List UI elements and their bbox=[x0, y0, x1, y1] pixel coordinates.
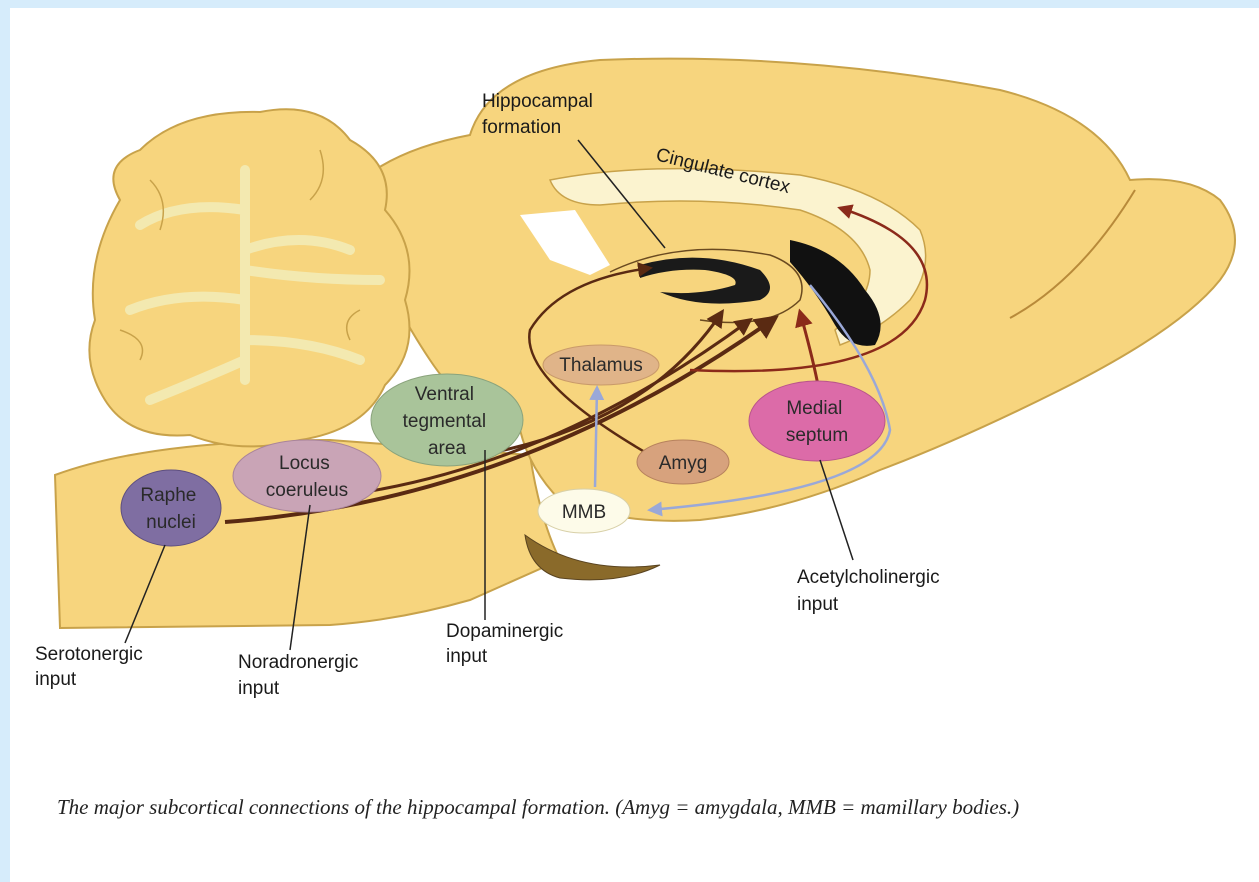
amyg-label: Amyg bbox=[659, 453, 708, 474]
acetylcholinergic-input-label: Acetylcholinergic input bbox=[797, 567, 945, 615]
figure-frame: Hippocampal formation Cingulate cortex T… bbox=[10, 8, 1259, 882]
hippocampal-connections-diagram: Hippocampal formation Cingulate cortex T… bbox=[10, 8, 1259, 788]
noradrenergic-input-label: Noradronergic input bbox=[238, 652, 364, 699]
mmb-label: MMB bbox=[562, 502, 606, 523]
locus-coeruleus-region bbox=[233, 440, 381, 512]
raphe-nuclei-region bbox=[121, 470, 221, 546]
cerebellum bbox=[89, 109, 409, 446]
figure-caption: The major subcortical connections of the… bbox=[57, 791, 1207, 824]
thalamus-label: Thalamus bbox=[559, 355, 642, 376]
serotonergic-input-label: Serotonergic input bbox=[35, 644, 148, 690]
dopaminergic-input-label: Dopaminergic input bbox=[446, 621, 569, 667]
medial-septum-region bbox=[749, 381, 885, 461]
